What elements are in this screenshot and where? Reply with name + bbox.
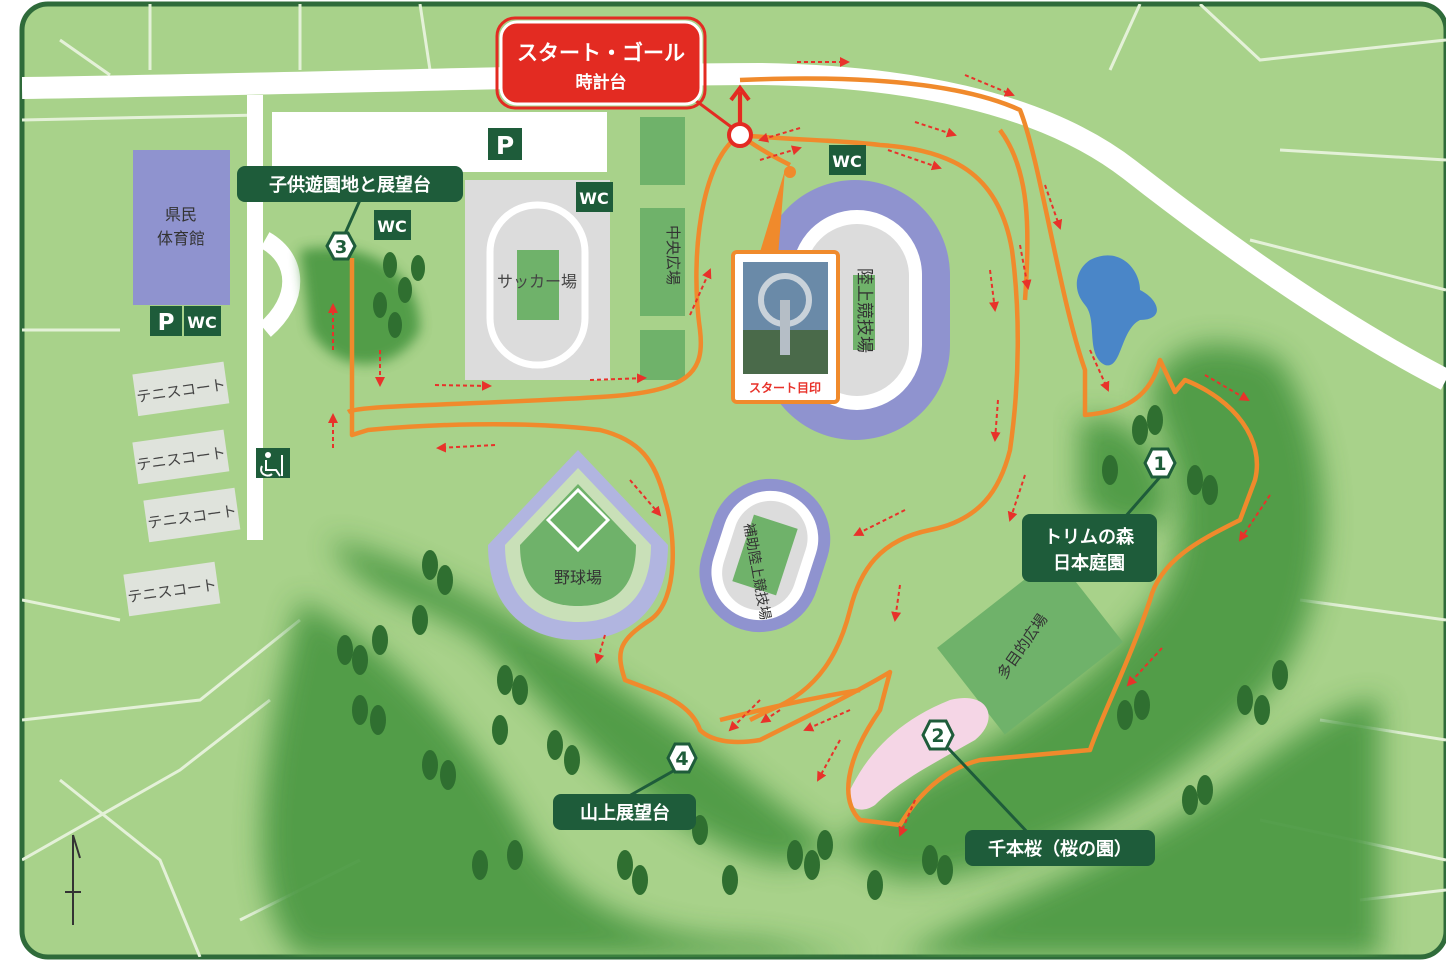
checkpoint-1-number: 1 xyxy=(1153,453,1166,475)
athletics-stadium-label: 陸上競技場 xyxy=(854,268,874,353)
start-marker-photo-callout xyxy=(731,166,840,404)
start-goal-marker xyxy=(727,122,753,148)
start-goal-subtitle: 時計台 xyxy=(576,72,627,93)
baseball-field xyxy=(488,450,668,640)
parcel-lines xyxy=(22,4,1446,957)
gym-label-2: 体育館 xyxy=(157,229,205,248)
accessible-toilet-icon xyxy=(256,448,290,478)
toilet-symbol: WC xyxy=(187,313,216,332)
parking-symbol: P xyxy=(158,310,175,336)
toilet-icon: WC xyxy=(184,306,221,336)
trees xyxy=(337,252,1288,900)
start-arrow-icon xyxy=(729,84,751,123)
checkpoint-3-label: 子供遊園地と展望台 xyxy=(269,174,431,196)
checkpoint-3 xyxy=(237,166,463,261)
gym-building xyxy=(133,150,230,305)
parking-icon: P xyxy=(150,306,182,336)
pond xyxy=(1076,255,1157,366)
soccer-label: サッカー場 xyxy=(497,272,577,291)
forest-area xyxy=(262,247,1380,957)
baseball-label: 野球場 xyxy=(554,568,602,587)
cherry-garden xyxy=(849,698,989,810)
soccer-pitch xyxy=(517,250,559,320)
multipurpose-field xyxy=(937,555,1123,735)
toilet-symbol: WC xyxy=(832,152,861,171)
checkpoint-4-label: 山上展望台 xyxy=(580,802,670,824)
parking-lot xyxy=(272,112,607,172)
checkpoint-4-number: 4 xyxy=(675,748,688,770)
soccer-track xyxy=(486,201,589,369)
tennis-courts: テニスコート テニスコート テニスコート テニスコート xyxy=(123,361,241,617)
parking-icon: P xyxy=(488,128,522,160)
checkpoint-2 xyxy=(921,719,1155,866)
aux-athletics-track xyxy=(699,478,831,633)
checkpoint-2-label: 千本桜（桜の園） xyxy=(988,838,1132,860)
north-arrow-icon xyxy=(65,834,81,925)
toilet-icon: WC xyxy=(829,145,866,175)
checkpoint-3-number: 3 xyxy=(335,237,348,258)
start-marker-caption: スタート目印 xyxy=(749,381,821,395)
toilet-symbol: WC xyxy=(377,217,406,236)
start-goal-title: スタート・ゴール xyxy=(517,41,685,65)
direction-arrows xyxy=(328,57,1271,837)
checkpoint-2-number: 2 xyxy=(931,725,944,747)
toilet-icon: WC xyxy=(576,182,613,212)
parking-symbol: P xyxy=(496,131,514,160)
central-plaza-south xyxy=(640,330,685,380)
checkpoint-1-label-line1: トリムの森 xyxy=(1044,526,1135,548)
checkpoint-1 xyxy=(1022,447,1177,582)
checkpoint-1-label-line2: 日本庭園 xyxy=(1053,552,1125,574)
gym-label-1: 県民 xyxy=(165,205,197,224)
central-plaza xyxy=(640,208,685,316)
checkpoint-4 xyxy=(553,742,698,830)
toilet-symbol: WC xyxy=(579,189,608,208)
central-plaza-north xyxy=(640,117,685,185)
walkway xyxy=(258,232,301,337)
toilet-icon: WC xyxy=(374,210,411,240)
central-plaza-label: 中央広場 xyxy=(664,225,682,285)
